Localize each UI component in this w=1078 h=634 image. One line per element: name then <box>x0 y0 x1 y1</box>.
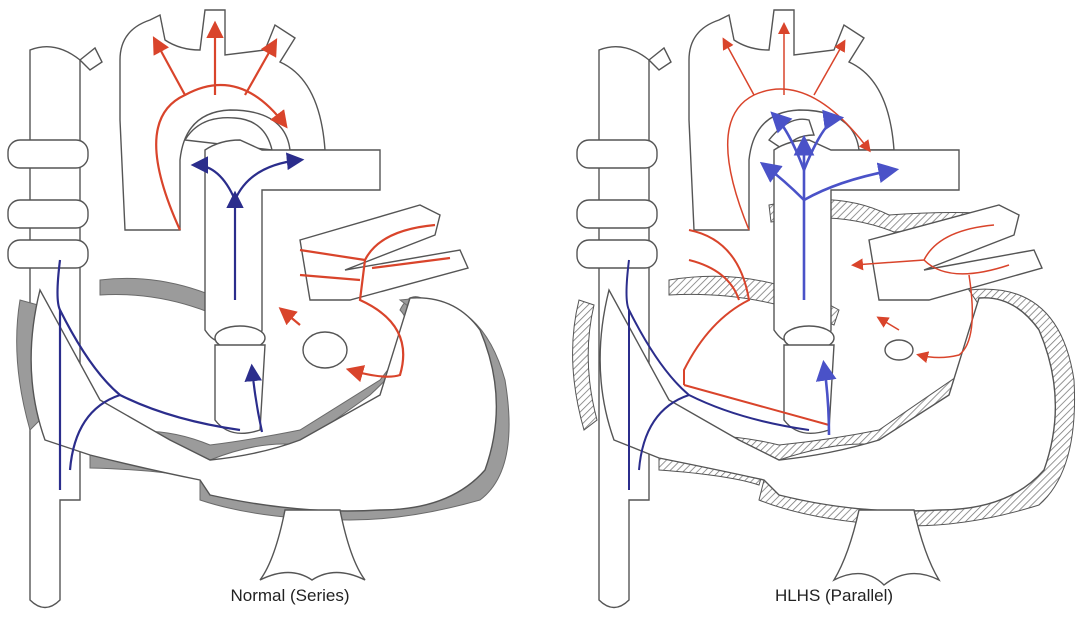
descending-vessel <box>260 510 365 580</box>
normal-heart-panel: Normal (Series) <box>0 0 539 634</box>
right-pulmonary-veins <box>577 140 657 268</box>
normal-heart-diagram <box>0 0 539 634</box>
heart-chambers <box>17 278 509 520</box>
hlhs-caption: HLHS (Parallel) <box>684 586 984 606</box>
hlhs-heart-diagram <box>539 0 1078 634</box>
hlhs-heart-panel: HLHS (Parallel) <box>539 0 1078 634</box>
normal-caption: Normal (Series) <box>140 586 440 606</box>
right-pulmonary-veins <box>8 140 88 268</box>
